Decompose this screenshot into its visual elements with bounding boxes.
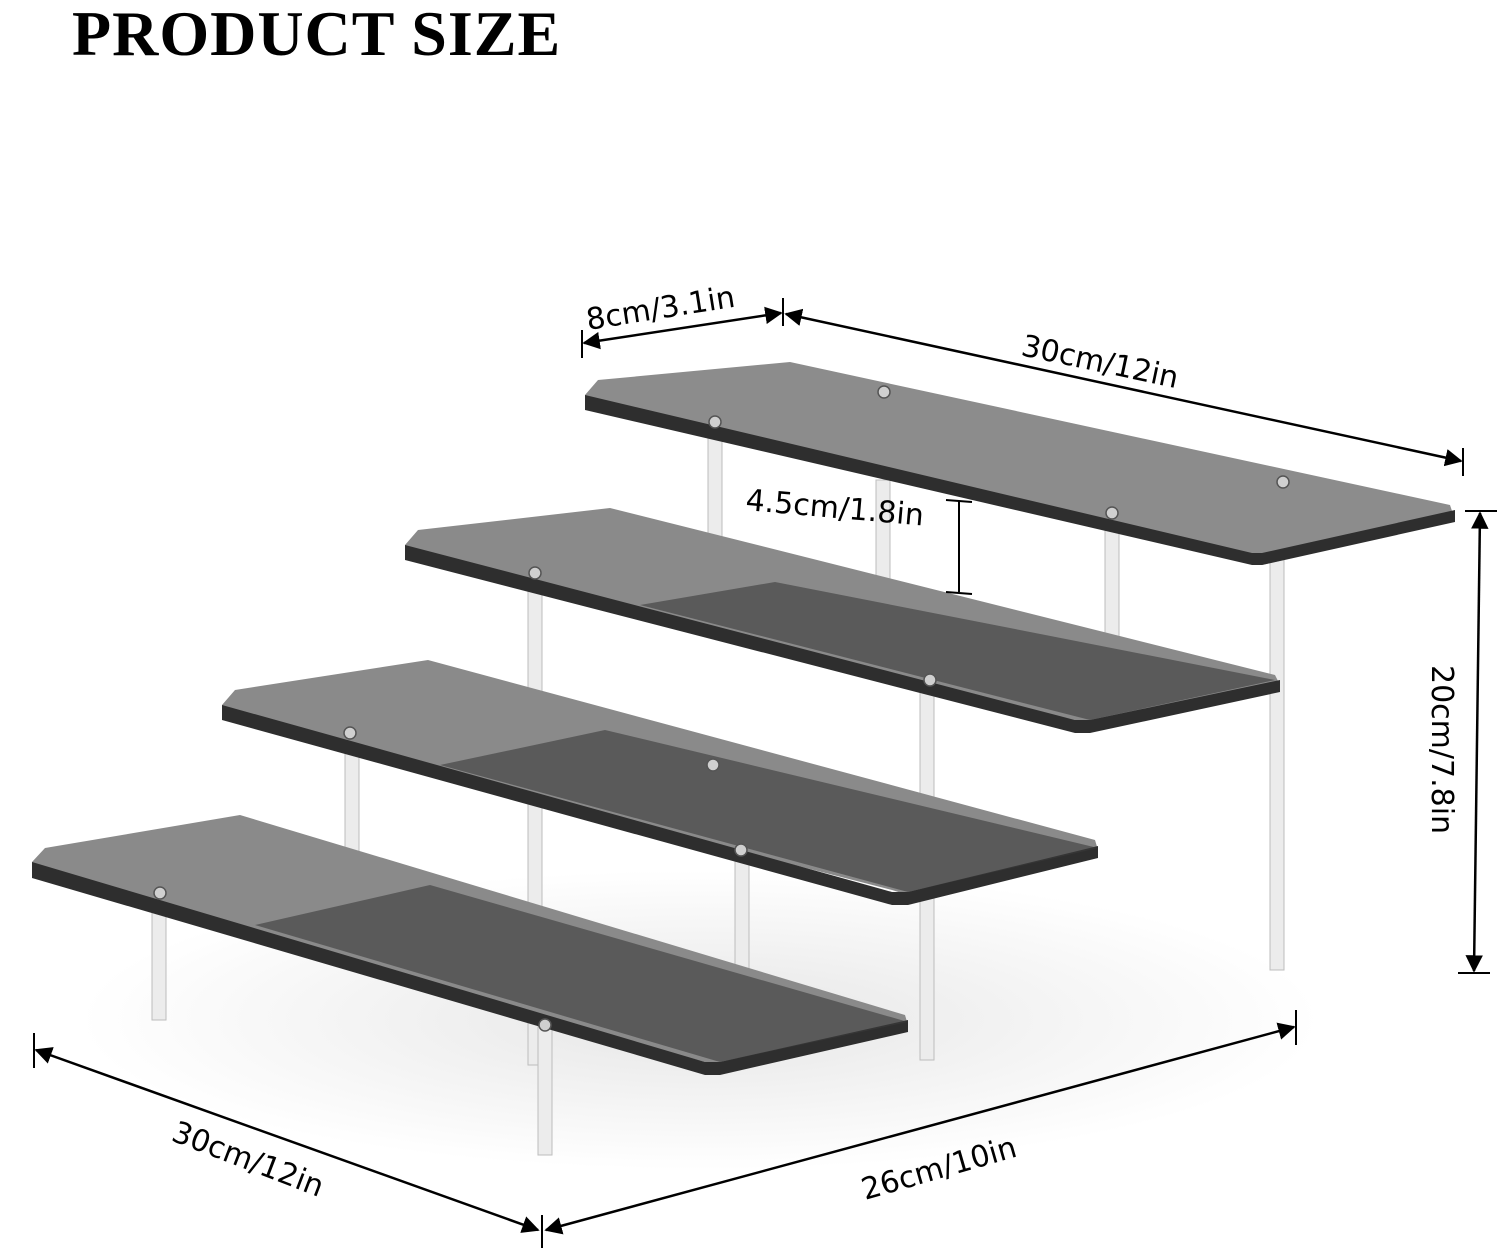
page-title: PRODUCT SIZE [72, 0, 562, 69]
shelf-length-top-label: 30cm/12in [1018, 329, 1181, 396]
shelf-tier-2 [222, 660, 1098, 905]
shelf-tier-3 [405, 508, 1280, 733]
total-height-label: 20cm/7.8in [1424, 665, 1459, 834]
shelf-tier-1 [32, 815, 908, 1075]
dim-total-height: 20cm/7.8in [1424, 510, 1497, 974]
tier-spacing-label: 4.5cm/1.8in [744, 483, 925, 533]
dim-shelf-depth: 8cm/3.1in [581, 280, 784, 358]
shelf-depth-label: 8cm/3.1in [584, 280, 738, 338]
